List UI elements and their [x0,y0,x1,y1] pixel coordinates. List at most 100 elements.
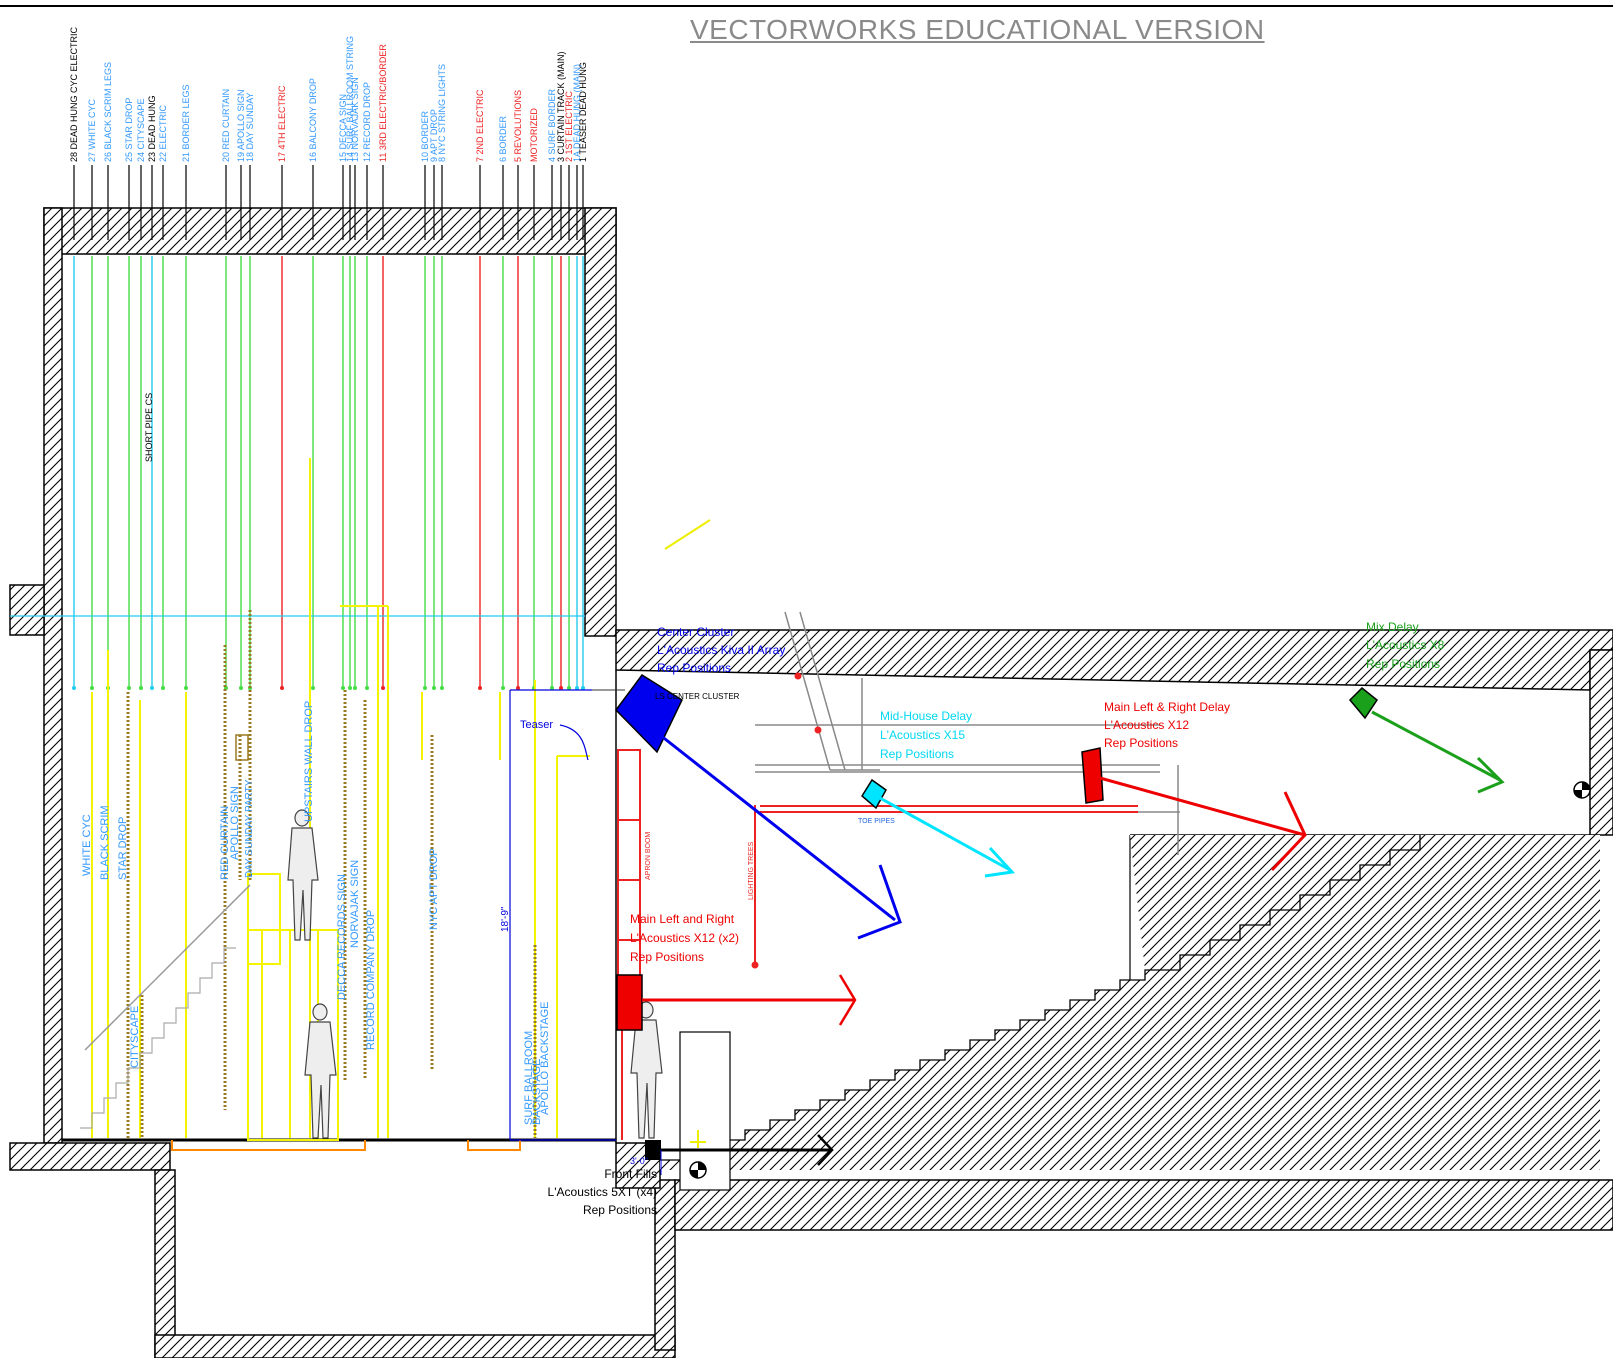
lineset-label: 2 1ST ELECTRIC [564,91,574,162]
proscenium-dimension [509,689,625,1141]
apollo-sign-label: APOLLO SIGN [229,786,241,860]
surf-ballroom-label: SURF BALLROOM [523,1031,535,1125]
lineset-label: 11 3RD ELECTRIC/BORDER [378,44,388,162]
apron-boom-label: APRON BOOM [645,832,652,880]
sign-box [235,734,249,761]
watermark: VECTORWORKS EDUCATIONAL VERSION [690,14,1265,45]
lineset-label: 13 NORVAJAK SIGN [350,77,360,162]
lineset-label: 18 DAY SUNDAY [245,92,255,162]
lineset-label: MOTORIZED [529,108,539,162]
floor-traps [171,1140,521,1151]
day-sunday-label: DAY SUNDAY PARTY [244,779,255,878]
lineset-label: 14 SURF BALLROOM STRING [345,36,355,162]
horizontal-labels: Teaser LS CENTER CLUSTER TOE PIPES 3'-0" [520,692,895,1166]
lineset-label: 25 STAR DROP [124,98,134,162]
lineset-pipe-dot [139,686,143,690]
onstage-stairs [80,947,236,1129]
backstage-label: BACKSTAGE [531,1059,543,1125]
lineset-pipe-dot [90,686,94,690]
lineset-label: 16 BALCONY DROP [308,78,318,162]
lineset-pipe-dot [516,686,520,690]
lineset-pipe-dot [432,686,436,690]
lineset-label: 23 DEAD HUNG [147,95,157,162]
mix-delay-callout: Mix Delay L'Acoustics X8 Rep Positions [1366,620,1445,671]
norvajak-sign-label: NORVAJAK SIGN [349,860,361,948]
lineset-pipe-dot [72,686,76,690]
lineset-pipe-dot [550,686,554,690]
main-lr-speaker [616,974,857,1031]
svg-text:L'Acoustics X12 (x2): L'Acoustics X12 (x2) [630,931,739,945]
lighting-trees-label: LIGHTING TREES [748,841,755,900]
svg-text:Mix Delay: Mix Delay [1366,620,1419,634]
center-cluster-speaker [615,673,902,940]
main-delay-callout: Main Left & Right Delay L'Acoustics X12 … [1104,700,1230,750]
svg-text:Center Cluster: Center Cluster [657,625,734,639]
vertical-labels: SHORT PIPE CS WHITE CYC BLACK SCRIM STAR… [81,393,755,1125]
lineset-group: 28 DEAD HUNG CYC ELECTRIC 27 WHITE CYC 26 … [69,26,588,690]
lineset-label: 12 RECORD DROP [362,82,372,162]
lineset-pipe-dot [348,686,352,690]
lineset-pipe-dot [567,686,571,690]
lineset-pipe-dot [440,686,444,690]
yellow-stray-line [664,519,711,550]
svg-text:L'Acoustics X12: L'Acoustics X12 [1104,718,1189,732]
lineset-pipe-dot [150,686,154,690]
svg-text:Rep Positions: Rep Positions [657,661,731,675]
record-company-label: RECORD COMPANY DROP [365,910,377,1050]
short-pipe-label: SHORT PIPE CS [144,393,154,462]
auditorium-shell [615,629,1613,1191]
svg-text:L'Acoustics X15: L'Acoustics X15 [880,728,965,742]
lineset-pipe-dot [239,686,243,690]
lineset-pipe-dot [478,686,482,690]
toe-pipes-label: TOE PIPES [858,818,895,825]
main-lr-callout: Main Left and Right L'Acoustics X12 (x2)… [630,912,739,964]
lineset-label: 6 BORDER [498,115,508,162]
teaser-label: Teaser [520,719,553,731]
svg-text:Rep Positions: Rep Positions [880,747,954,761]
lineset-label: 3 CURTAIN TRACK (MAIN) [556,51,566,162]
lineset-label: 27 WHITE CYC [87,98,97,162]
star-drop-label: STAR DROP [117,817,129,880]
lineset-pipe-dot [581,686,585,690]
lineset-pipe-dot [423,686,427,690]
lineset-label: 22 ELECTRIC [158,104,168,162]
svg-text:Front Fills: Front Fills [604,1167,657,1181]
lineset-label: 4 SURF BORDER [547,88,557,162]
apollo-backstage-label: APOLLO BACKSTAGE [539,1001,551,1115]
lineset-label: 1A DEAD HUNG (MAIN) [572,64,582,162]
lineset-label: 10 BORDER [420,110,430,162]
front-fills-callout: Front Fills L'Acoustics 5XT (x4) Rep Pos… [548,1167,657,1217]
lighting-pipes [751,672,1138,969]
svg-text:Mid-House Delay: Mid-House Delay [880,709,972,723]
lineset-label: 1 TEASER DEAD HUNG [578,62,588,162]
lineset-label: 26 BLACK SCRIM LEGS [103,62,113,162]
svg-text:Main Left and Right: Main Left and Right [630,912,735,926]
lineset-label: 24 CITYSCAPE [136,98,146,162]
lineset-label: 19 APOLLO SIGN [236,89,246,162]
mid-house-speaker [861,778,1016,878]
lineset-pipe-dot [381,686,385,690]
proscenium-height-label: 18'-9" [500,906,511,932]
white-cyc-label: WHITE CYC [81,814,93,876]
lineset-label: 9 APT DROP [429,109,439,162]
apron-dim-label: 3'-0" [630,1156,648,1166]
upstairs-wall-label: UPSTAIRS WALL DROP [303,701,315,822]
lineset-pipe-dot [127,686,131,690]
svg-text:L'Acoustics 5XT (x4): L'Acoustics 5XT (x4) [548,1185,657,1199]
scenery-drops [91,458,590,1141]
svg-text:Rep Positions: Rep Positions [583,1203,657,1217]
lineset-pipe-dot [184,686,188,690]
lineset-pipe-dot [341,686,345,690]
svg-text:Rep Positions: Rep Positions [1366,657,1440,671]
lineset-label: 5 REVOLUTIONS [513,90,523,162]
red-curtain-label: RED CURTAIN [219,806,231,880]
lineset-label: 21 BORDER LEGS [181,84,191,162]
stair-rail [84,884,251,1051]
lineset-pipe-dot [501,686,505,690]
lineset-label: 28 DEAD HUNG CYC ELECTRIC [69,26,79,162]
lineset-label: 8 NYC STRING LIGHTS [437,64,447,162]
svg-text:Rep Positions: Rep Positions [1104,736,1178,750]
lineset-pipe-dot [311,686,315,690]
lineset-pipe-dot [161,686,165,690]
